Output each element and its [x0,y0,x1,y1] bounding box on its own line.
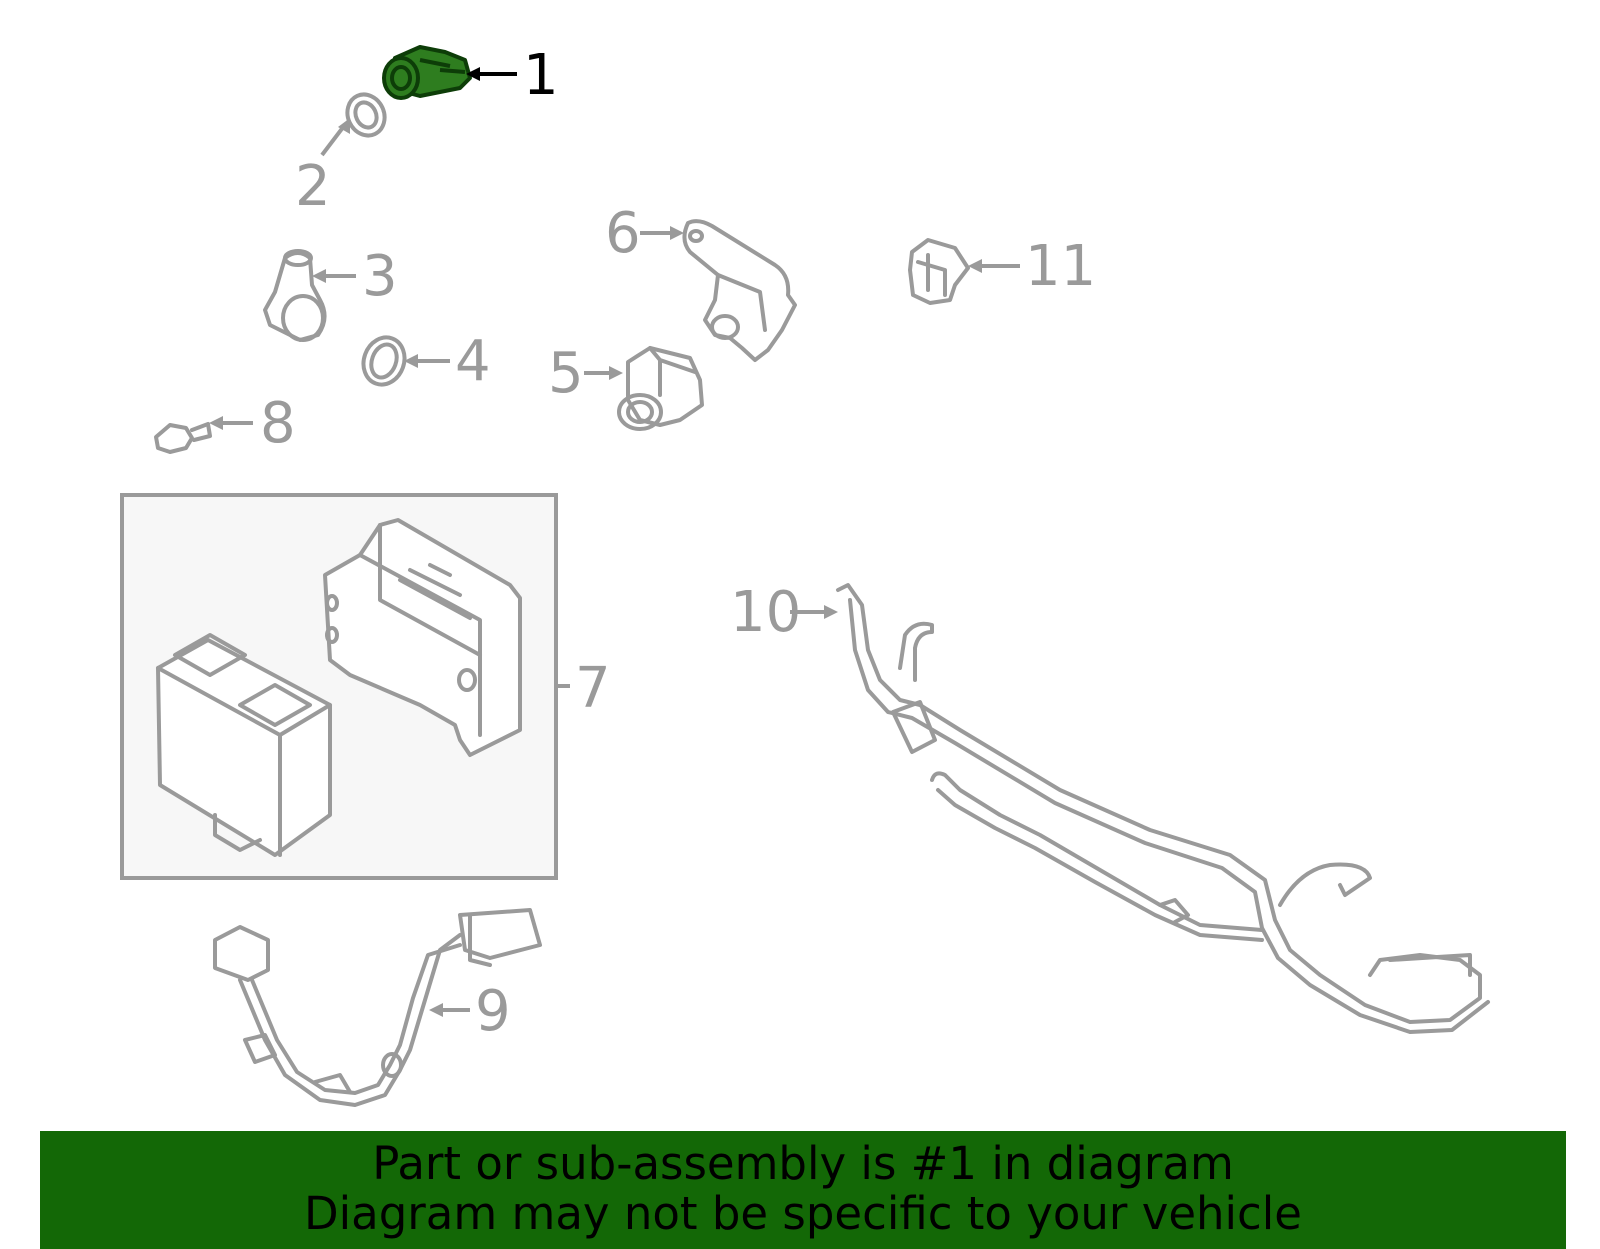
callout-5: 5 [548,341,584,406]
callout-2: 2 [295,154,331,219]
callout-10: 10 [730,580,801,645]
part-9-harness[interactable] [213,908,542,1107]
callout-7: 7 [575,656,611,721]
info-banner: Part or sub-assembly is #1 in diagram Di… [40,1131,1566,1249]
part-5-camera[interactable] [617,346,704,431]
part-6-bracket[interactable] [682,219,797,362]
part-4-ring[interactable] [357,332,411,391]
callout-4: 4 [455,329,491,394]
part-2-grommet[interactable] [341,88,391,141]
part-11-connector[interactable] [908,238,970,305]
callout-9: 9 [475,979,511,1044]
callout-1: 1 [523,43,559,108]
callout-6: 6 [605,201,641,266]
part-1-sensor[interactable] [382,45,472,100]
banner-line-1: Part or sub-assembly is #1 in diagram [372,1137,1234,1190]
callout-11: 11 [1025,234,1096,299]
part-3-sensor-holder[interactable] [263,249,327,342]
callout-3: 3 [362,244,398,309]
part-10-bumper-harness[interactable] [836,583,1490,1034]
part-7-module-assembly[interactable] [120,493,558,880]
callout-8: 8 [260,391,296,456]
part-8-clip[interactable] [154,422,212,454]
banner-line-2: Diagram may not be specific to your vehi… [304,1187,1302,1240]
